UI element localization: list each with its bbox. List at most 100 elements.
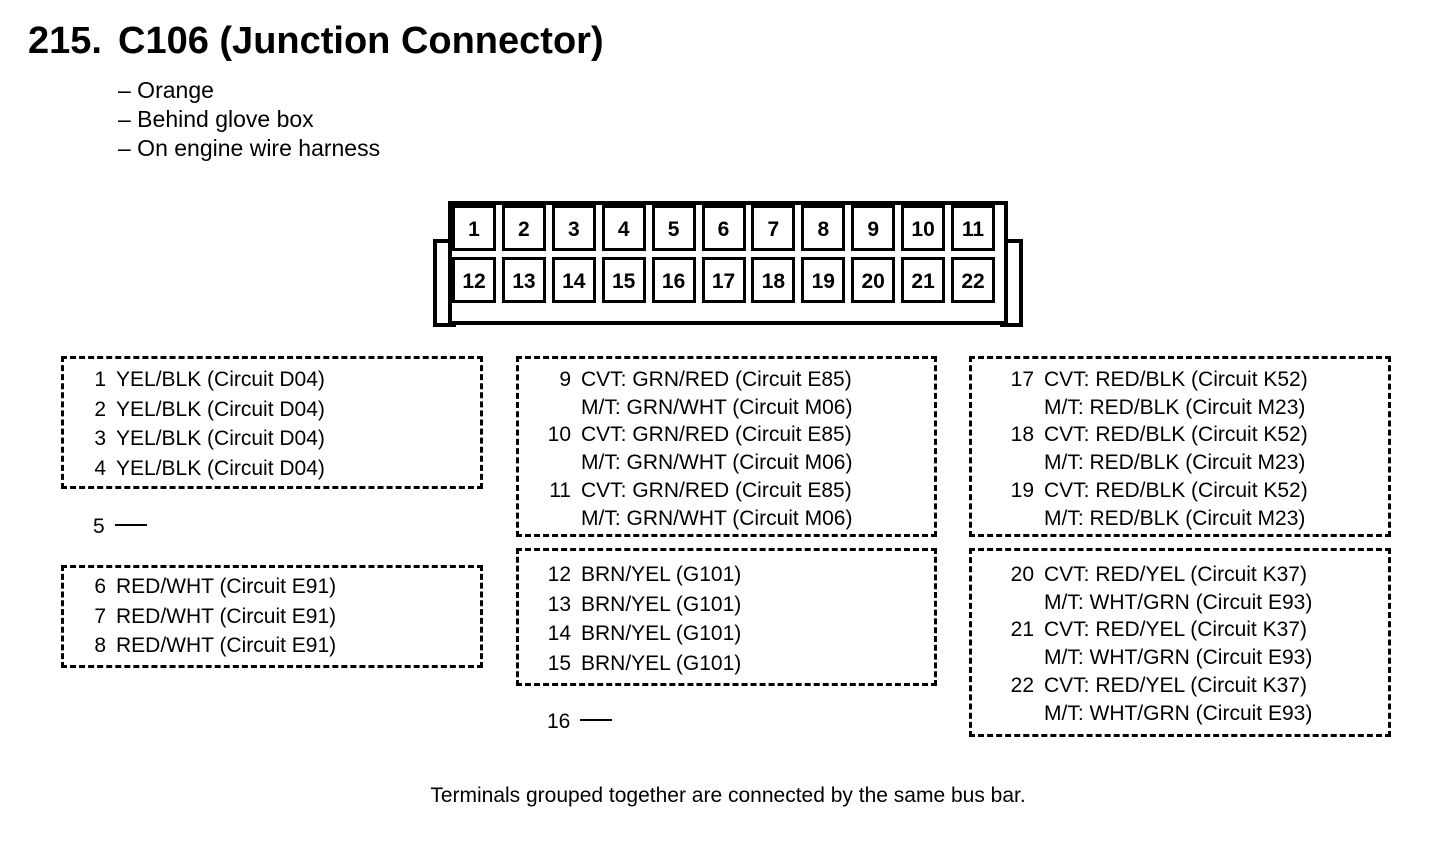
pin-cell: 12 <box>452 257 496 303</box>
terminal-number: 20 <box>1010 563 1034 586</box>
terminal-number: 8 <box>94 634 106 657</box>
terminal-number: 11 <box>549 478 571 502</box>
terminal-entry: 21 CVT: RED/YEL (Circuit K37) <box>999 618 1307 642</box>
pin-cell: 1 <box>452 205 496 251</box>
terminal-number: 2 <box>94 397 106 421</box>
terminal-number: 4 <box>94 456 106 480</box>
terminal-entry: 4 YEL/BLK (Circuit D04) <box>80 457 325 481</box>
wire-description: M/T: WHT/GRN (Circuit E93) <box>1044 701 1313 725</box>
pin-cell: 19 <box>801 257 846 303</box>
wire-description: CVT: GRN/RED (Circuit E85) <box>581 368 852 391</box>
pin-cell: 10 <box>901 205 946 251</box>
terminal-entry: 17 CVT: RED/BLK (Circuit K52) <box>999 368 1308 392</box>
group-box-9-11 <box>516 356 937 537</box>
wire-description: M/T: WHT/GRN (Circuit E93) <box>1044 646 1313 670</box>
terminal-entry: M/T: GRN/WHT (Circuit M06) <box>536 451 852 475</box>
wire-description: YEL/BLK (Circuit D04) <box>116 397 325 421</box>
terminal-entry: M/T: GRN/WHT (Circuit M06) <box>536 396 852 420</box>
terminal-entry: M/T: RED/BLK (Circuit M23) <box>999 451 1305 475</box>
terminal-number: 22 <box>1010 673 1034 697</box>
terminal-number: 1 <box>94 368 106 391</box>
terminal-5-number: 5 <box>93 515 105 538</box>
pin-cell: 21 <box>901 257 946 303</box>
pin-cell: 9 <box>851 205 896 251</box>
terminal-number: 9 <box>559 368 571 391</box>
pin-cell: 3 <box>551 205 596 251</box>
pin-cell: 7 <box>751 205 796 251</box>
terminal-entry: 9 CVT: GRN/RED (Circuit E85) <box>536 368 852 392</box>
terminal-number: 10 <box>547 423 571 447</box>
wire-description: CVT: RED/YEL (Circuit K37) <box>1044 673 1307 697</box>
terminal-number: 13 <box>547 592 571 616</box>
wire-description: BRN/YEL (G101) <box>581 563 742 586</box>
wire-description: YEL/BLK (Circuit D04) <box>116 456 325 480</box>
diagram-title: 215. C106 (Junction Connector) <box>28 20 604 63</box>
pin-cell: 8 <box>801 205 846 251</box>
connector-notes: – Orange – Behind glove box – On engine … <box>118 76 380 163</box>
wire-description: RED/WHT (Circuit E91) <box>116 634 337 657</box>
terminal-entry: M/T: WHT/GRN (Circuit E93) <box>999 646 1312 670</box>
pin-cell: 6 <box>701 205 746 251</box>
note-harness: – On engine wire harness <box>118 135 381 161</box>
terminal-entry: 6 RED/WHT (Circuit E91) <box>80 575 336 599</box>
unused-dash <box>114 524 147 527</box>
terminal-number: 14 <box>547 622 571 645</box>
wire-description: BRN/YEL (G101) <box>581 651 742 675</box>
pin-cell: 4 <box>601 205 646 251</box>
wire-description: CVT: RED/YEL (Circuit K37) <box>1044 618 1307 642</box>
terminal-entry: 10 CVT: GRN/RED (Circuit E85) <box>536 423 852 447</box>
wire-description: M/T: GRN/WHT (Circuit M06) <box>581 451 853 475</box>
group-box-6-8 <box>61 565 483 668</box>
terminal-entry: 1 YEL/BLK (Circuit D04) <box>80 368 325 392</box>
pin-cell: 17 <box>701 257 746 303</box>
wire-description: M/T: GRN/WHT (Circuit M06) <box>581 506 853 530</box>
pin-cell: 20 <box>851 257 896 303</box>
group-box-1-4 <box>61 356 483 489</box>
terminal-entry: 2 YEL/BLK (Circuit D04) <box>80 398 325 422</box>
note-location: – Behind glove box <box>118 106 314 132</box>
terminal-entry: 22 CVT: RED/YEL (Circuit K37) <box>999 674 1307 698</box>
terminal-entry: M/T: WHT/GRN (Circuit E93) <box>999 702 1312 726</box>
terminal-entry: 15 BRN/YEL (G101) <box>536 651 742 676</box>
terminal-number: 17 <box>1010 368 1034 391</box>
wire-description: M/T: GRN/WHT (Circuit M06) <box>581 395 853 419</box>
wire-description: CVT: GRN/RED (Circuit E85) <box>581 423 852 447</box>
terminal-number: 15 <box>547 651 571 675</box>
terminal-number: 3 <box>94 427 106 450</box>
group-box-17-19 <box>969 356 1391 537</box>
terminal-entry: M/T: RED/BLK (Circuit M23) <box>999 507 1305 531</box>
pin-cell: 18 <box>751 257 796 303</box>
terminal-16-unused: 16 <box>547 710 613 734</box>
wire-description: CVT: RED/BLK (Circuit K52) <box>1044 368 1308 391</box>
wire-description: RED/WHT (Circuit E91) <box>116 604 337 628</box>
wire-description: YEL/BLK (Circuit D04) <box>116 368 325 391</box>
pin-cell: 22 <box>951 257 995 303</box>
pin-cell: 16 <box>651 257 696 303</box>
wire-description: M/T: WHT/GRN (Circuit E93) <box>1044 590 1313 614</box>
terminal-entry: M/T: WHT/GRN (Circuit E93) <box>999 591 1312 615</box>
wire-description: M/T: RED/BLK (Circuit M23) <box>1044 506 1306 530</box>
group-box-20-22 <box>969 548 1391 737</box>
terminal-number: 21 <box>1010 618 1034 642</box>
terminal-entry: 12 BRN/YEL (G101) <box>536 563 742 587</box>
wire-description: CVT: RED/BLK (Circuit K52) <box>1044 423 1308 447</box>
terminal-number: 12 <box>547 563 571 586</box>
wire-description: RED/WHT (Circuit E91) <box>116 575 337 598</box>
terminal-number: 6 <box>94 575 106 598</box>
pin-cell: 15 <box>601 257 646 303</box>
terminal-16-number: 16 <box>547 710 571 733</box>
title-text: C106 (Junction Connector) <box>118 20 604 62</box>
wire-description: M/T: RED/BLK (Circuit M23) <box>1044 451 1306 475</box>
title-number: 215. <box>28 20 102 62</box>
note-color: – Orange <box>118 77 214 103</box>
terminal-number: 19 <box>1010 478 1034 502</box>
pin-cell: 14 <box>551 257 596 303</box>
pin-cell: 2 <box>501 205 546 251</box>
